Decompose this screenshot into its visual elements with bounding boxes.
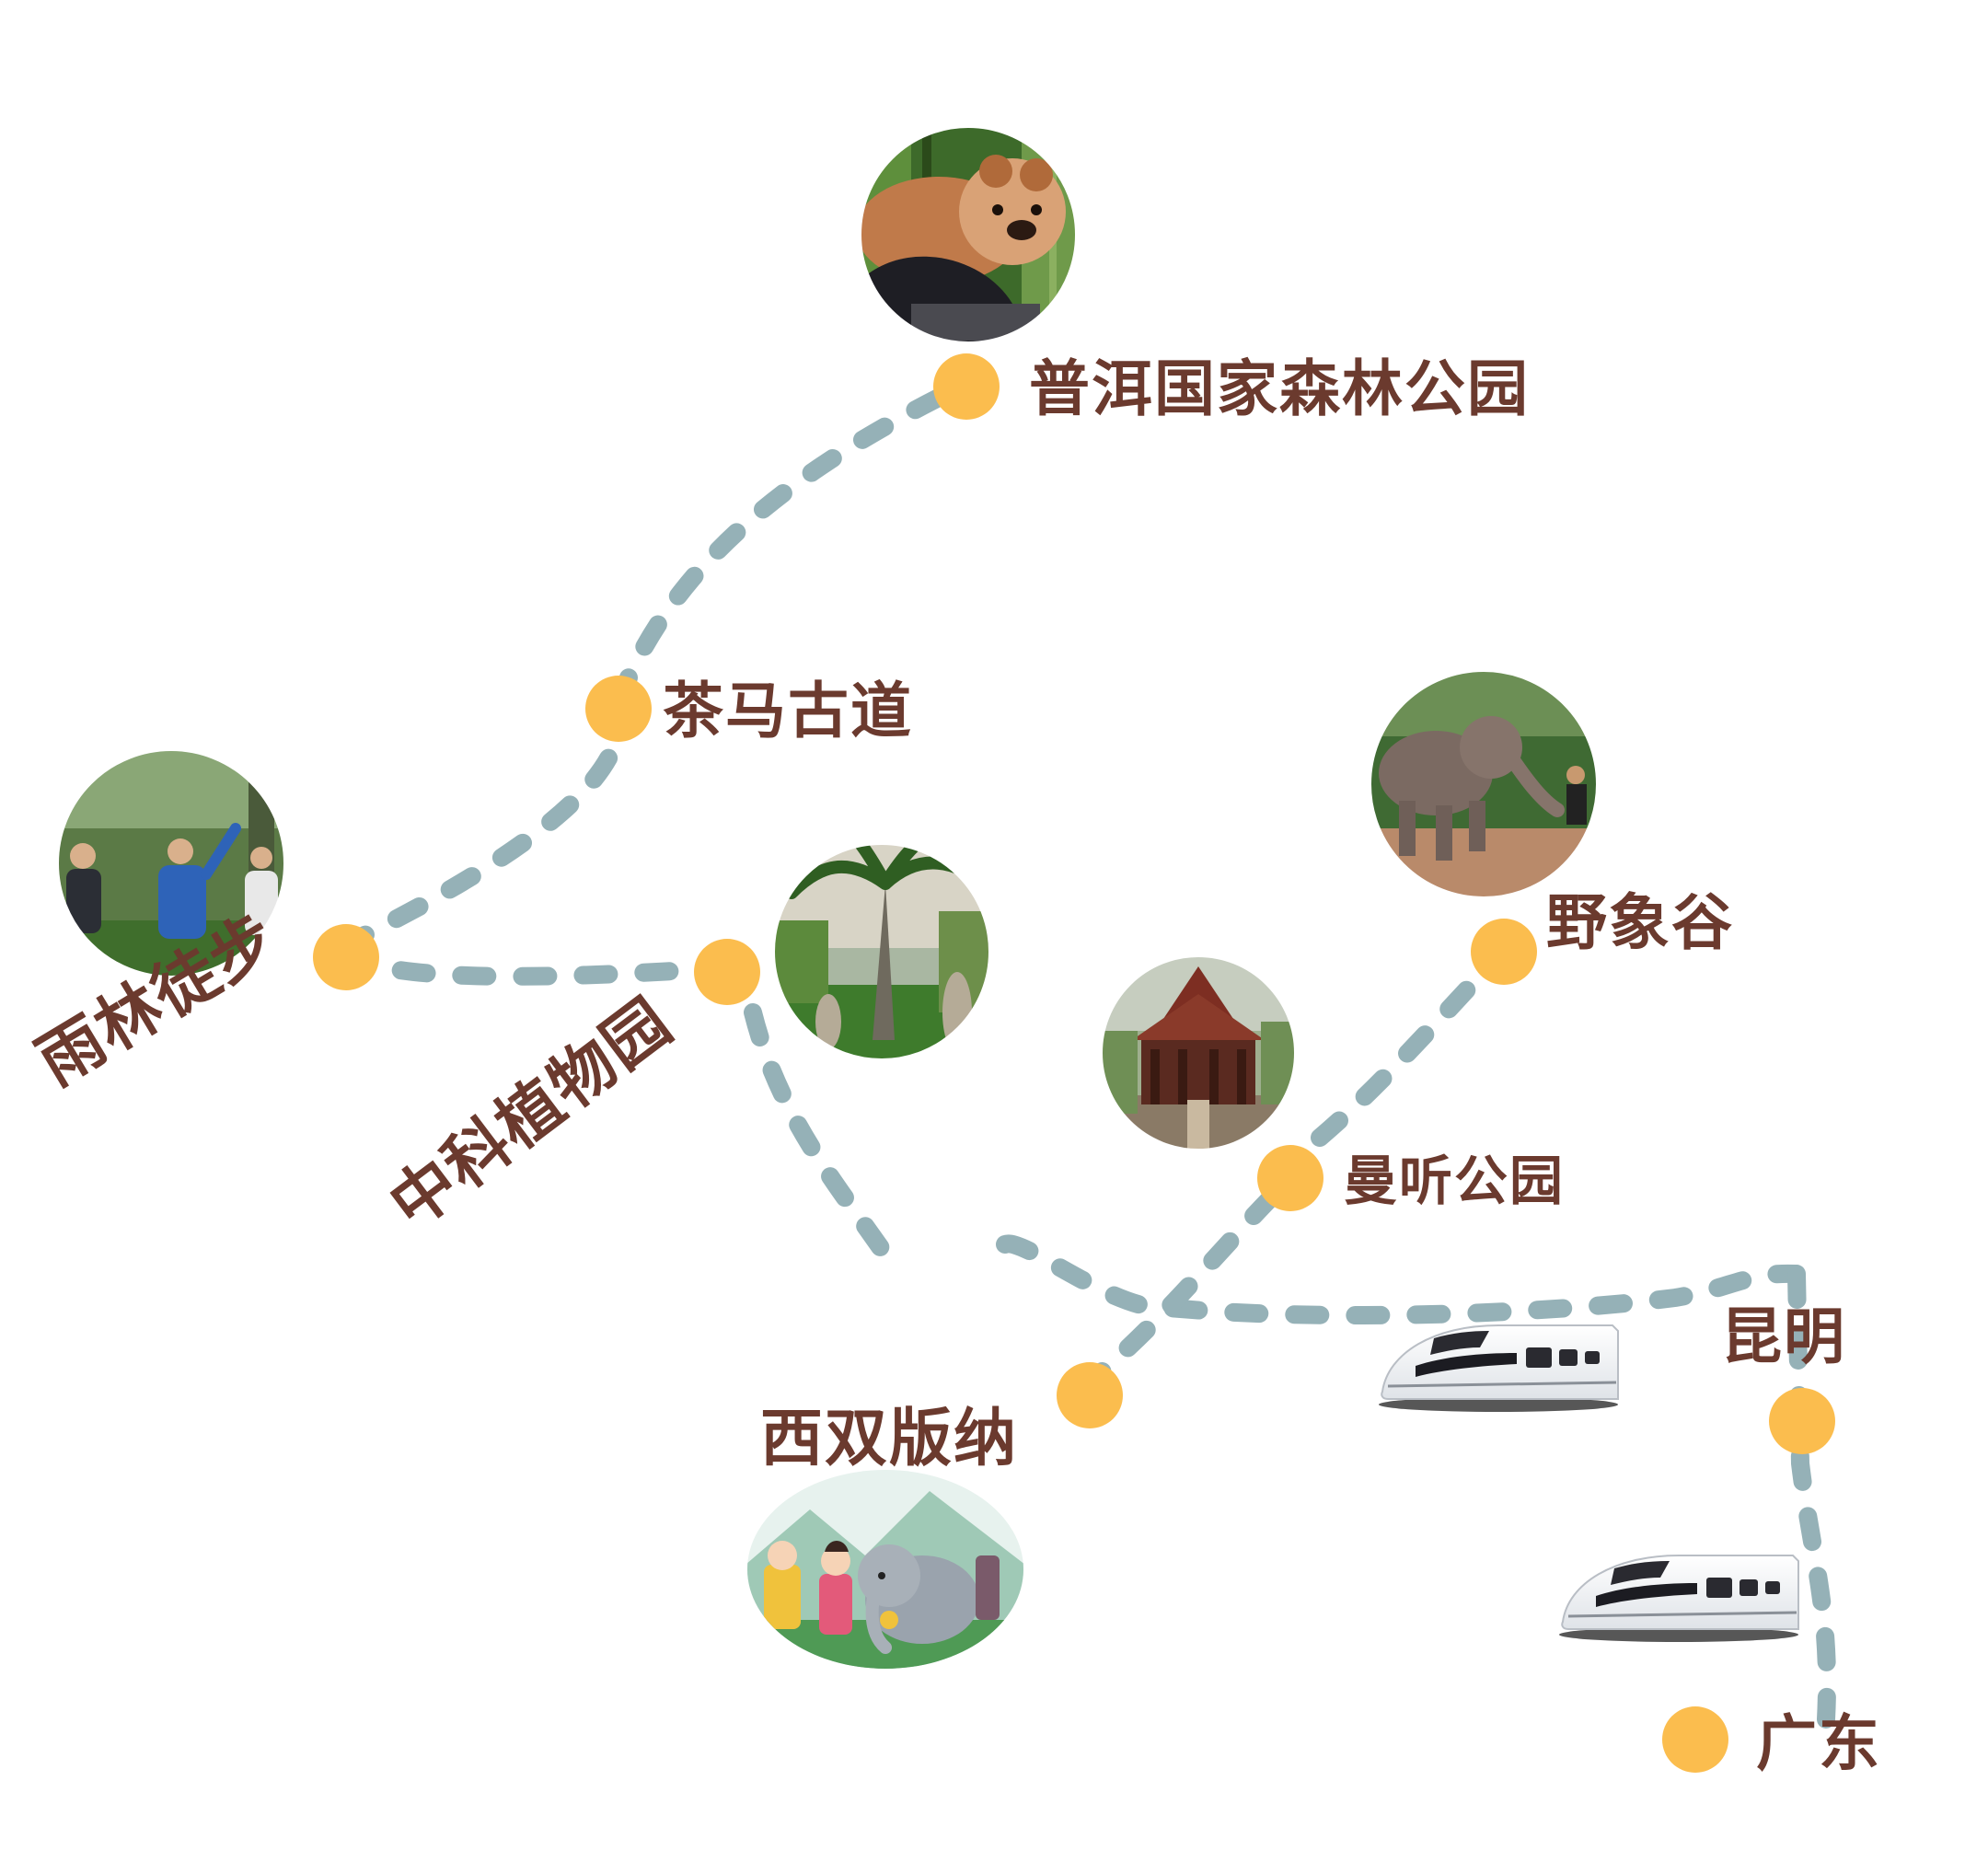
stop-dot-tea-horse-road [585, 676, 652, 742]
route-kunming-guangdong [1787, 1265, 1837, 1729]
label-xishuangbanna: 西双版纳 [760, 1403, 1019, 1475]
route-botanical-south [744, 1003, 900, 1272]
label-manting-park: 曼听公园 [1344, 1150, 1566, 1212]
stop-dot-botanical-garden [694, 939, 760, 1005]
high-speed-train-icon [1379, 1324, 1619, 1412]
stop-dot-kunming [1769, 1388, 1835, 1454]
route-xishuangbanna-manting [1073, 1180, 1289, 1397]
temple-photo [1101, 955, 1296, 1150]
red-panda-photo [860, 126, 1077, 343]
stop-markers [313, 353, 1835, 1773]
palm-garden-photo [773, 843, 990, 1060]
stop-dot-rainforest-hike [313, 924, 379, 990]
dai-cartoon-illustration [747, 1470, 1023, 1669]
route-tea-road-puer [609, 379, 966, 711]
route-rainforest-tea-road [333, 747, 618, 955]
stop-dot-wild-elephant-valley [1471, 919, 1537, 985]
route-manting-elephant [1311, 941, 1513, 1147]
label-puer-national-forest-park: 普洱国家森林公园 [1029, 353, 1530, 424]
label-tea-horse-road: 茶马古道 [663, 676, 913, 746]
stop-dot-puer-park [933, 353, 1000, 420]
label-guangdong: 广东 [1756, 1708, 1881, 1779]
stop-dot-manting-park [1257, 1145, 1323, 1211]
stop-dot-guangdong [1662, 1706, 1728, 1773]
label-kunming: 昆明 [1721, 1301, 1846, 1372]
route-xishuangbanna-kunming [996, 1234, 1804, 1325]
high-speed-train-icon [1559, 1555, 1799, 1642]
stop-dot-xishuangbanna [1057, 1362, 1123, 1428]
label-wild-elephant-valley: 野象谷 [1546, 887, 1734, 958]
route-lines [333, 379, 1837, 1729]
route-rainforest-botanical [333, 946, 731, 986]
